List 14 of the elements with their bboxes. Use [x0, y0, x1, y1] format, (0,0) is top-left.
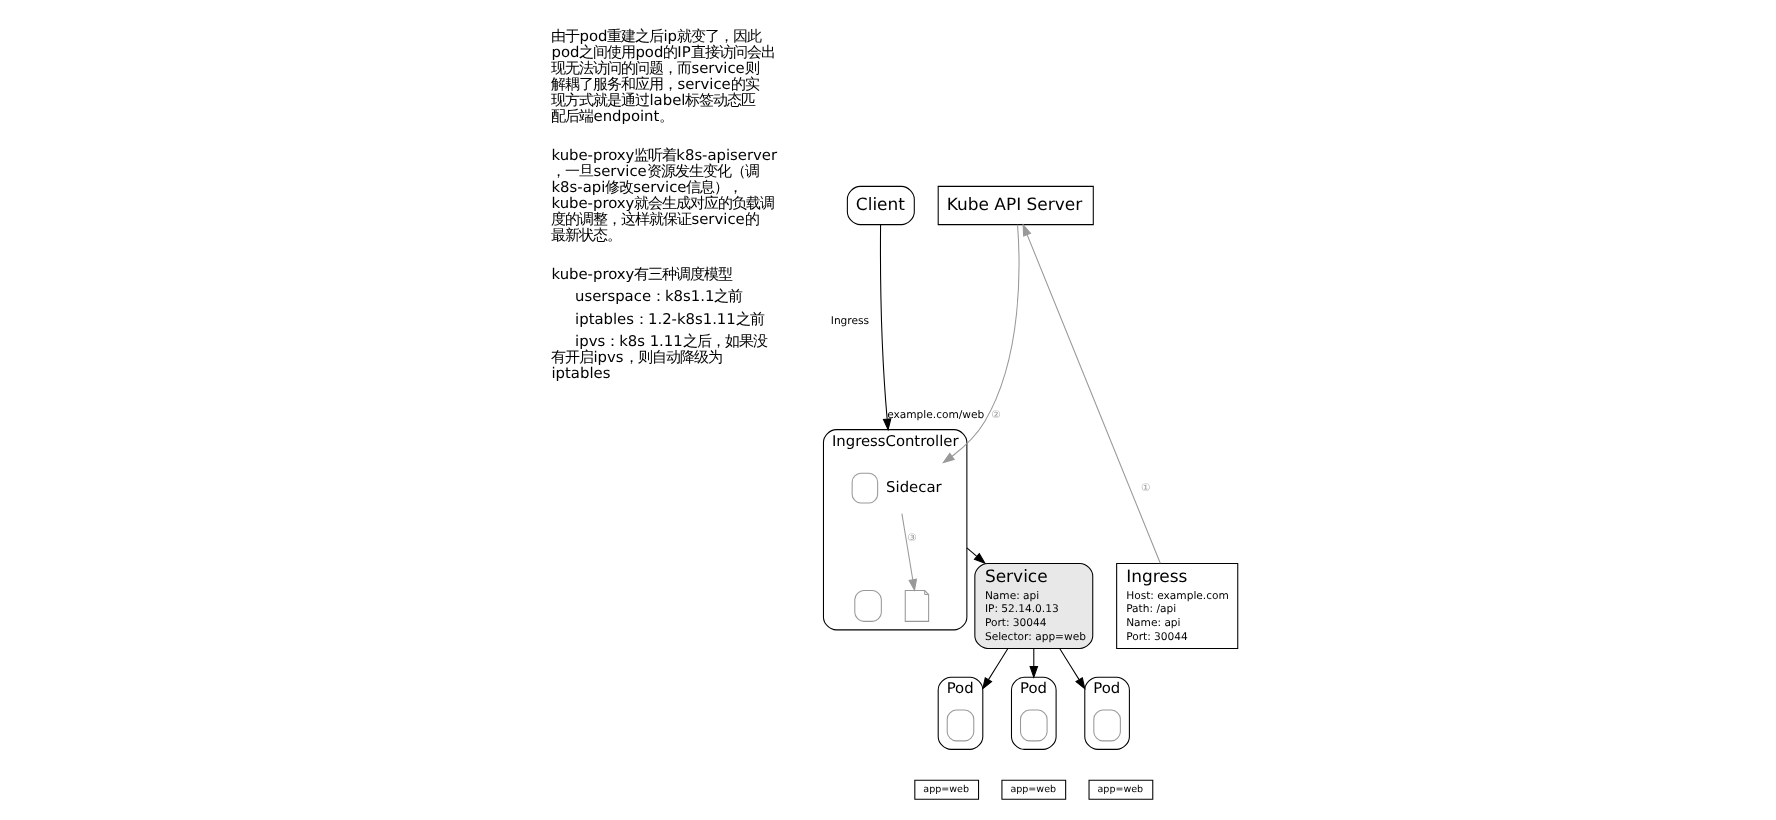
node-box: Client [846, 185, 915, 226]
node-box [854, 590, 882, 622]
arrow [981, 648, 1009, 691]
arrow [901, 513, 918, 592]
node-box [1020, 709, 1048, 742]
node-box: Kube API Server [937, 185, 1094, 226]
node-box [1093, 709, 1121, 742]
arrow [942, 224, 1020, 464]
node-box [946, 709, 975, 742]
arrow [1059, 648, 1086, 691]
arrow [1022, 223, 1161, 564]
arrow [966, 547, 987, 565]
node-box [851, 472, 879, 504]
arrow [879, 224, 892, 432]
